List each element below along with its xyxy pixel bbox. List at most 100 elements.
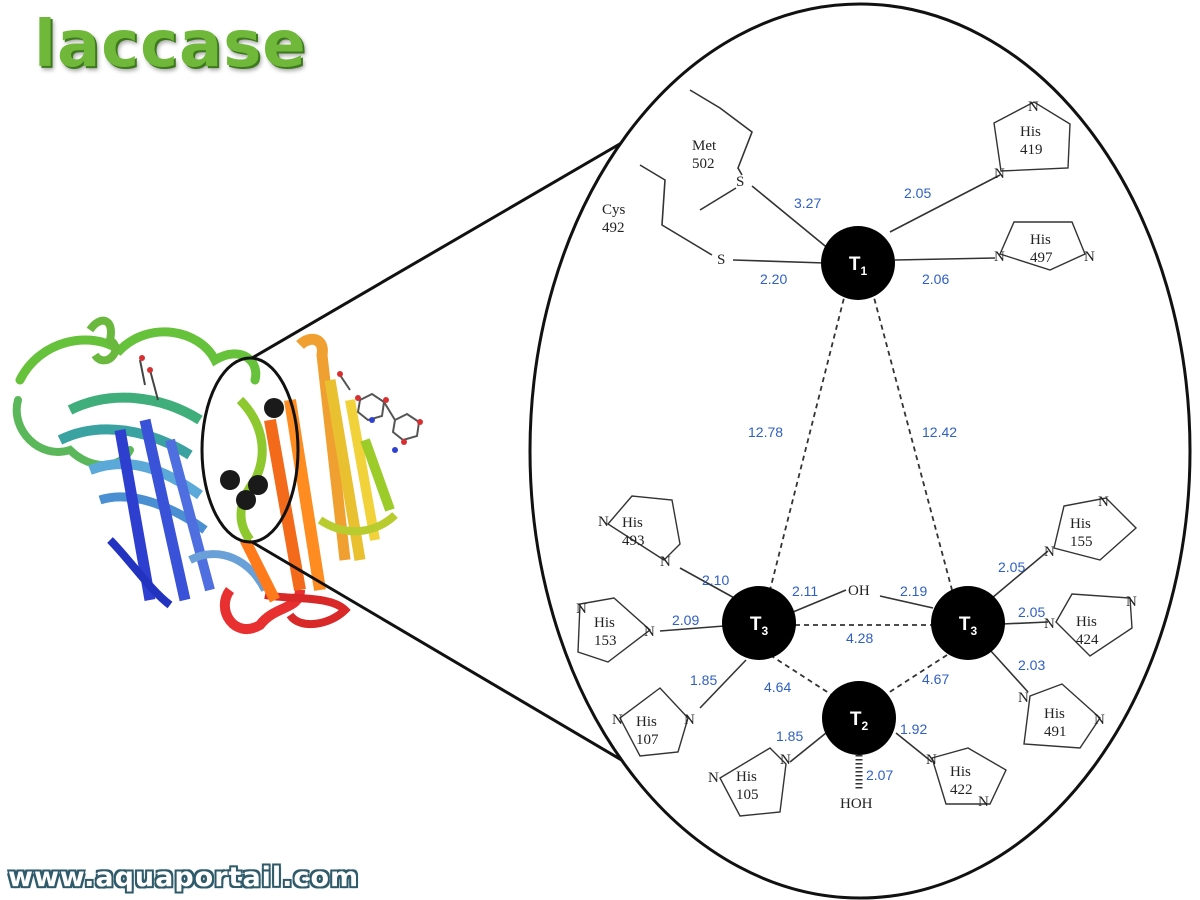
ring-nitrogens: N N N N N N N N N N N N N N N N N N N N	[576, 99, 1137, 810]
water-label: HOH	[840, 796, 873, 812]
his493-name: His	[622, 515, 643, 531]
copper-t3-left: T3	[722, 586, 796, 660]
his422-n2: N	[978, 794, 989, 810]
his422-n1: N	[926, 752, 937, 768]
his155-ring	[1053, 497, 1138, 561]
distance-his107-t3: 1.85	[690, 672, 717, 688]
his497-ring	[999, 221, 1086, 271]
his424-n2: N	[1126, 594, 1137, 610]
distance-t3-left-t2: 4.64	[764, 679, 791, 695]
his419-n1: N	[1028, 99, 1039, 115]
copper-t2: T2	[822, 681, 896, 755]
his493-n1: N	[598, 514, 609, 530]
his153-name: His	[594, 615, 615, 631]
his497-n2: N	[1084, 249, 1095, 265]
his491-name: His	[1044, 706, 1065, 722]
his419-name: His	[1020, 124, 1041, 140]
distance-t3-t3: 4.28	[846, 630, 873, 646]
his155-number: 155	[1070, 534, 1093, 550]
distance-his493-t3: 2.10	[702, 572, 729, 588]
his155-n2: N	[1044, 544, 1055, 560]
distance-his153-t3: 2.09	[672, 612, 699, 628]
met502-name: Met	[692, 138, 717, 154]
hydroxide-label: OH	[848, 583, 870, 599]
his153-n2: N	[644, 624, 655, 640]
distance-his497-t1: 2.06	[922, 271, 949, 287]
his419-number: 419	[1020, 142, 1043, 158]
svg-text:T3: T3	[750, 614, 769, 638]
zoom-focus-ellipse	[200, 356, 300, 544]
distance-labels: 3.27 2.20 2.05 2.06 12.78 12.42 2.10 2.0…	[672, 185, 1045, 783]
his107-name: His	[636, 714, 657, 730]
his491-ring	[1023, 683, 1101, 749]
distance-t1-t3-left: 12.78	[748, 424, 783, 440]
his105-number: 105	[736, 787, 759, 803]
distance-hoh-t2: 2.07	[866, 767, 893, 783]
his153-n1: N	[576, 601, 587, 617]
his422-ring	[931, 747, 1007, 805]
his105-ring	[719, 747, 787, 817]
his419-n2: N	[994, 166, 1005, 182]
zoom-line-top	[251, 136, 631, 360]
his424-number: 424	[1076, 632, 1099, 648]
copper-t3-left-sub: 3	[761, 624, 768, 638]
his153-ring	[577, 597, 652, 663]
distance-t3-right-t2: 4.67	[922, 671, 949, 687]
distance-his155-t3: 2.05	[998, 559, 1025, 575]
cys492-number: 492	[602, 220, 625, 236]
his493-n2: N	[660, 554, 671, 570]
his493-ring	[606, 495, 681, 561]
distance-met-t1: 3.27	[794, 195, 821, 211]
distance-his491-t3: 2.03	[1018, 657, 1045, 673]
his155-name: His	[1070, 516, 1091, 532]
svg-text:T2: T2	[850, 709, 869, 733]
copper-t2-sub: 2	[861, 719, 868, 733]
active-site-ellipse	[528, 2, 1192, 900]
his424-n1: N	[1044, 616, 1055, 632]
distance-oh-t3-right: 2.19	[900, 583, 927, 599]
his497-name: His	[1030, 232, 1051, 248]
t3-t2-ligand-bonds	[659, 550, 1049, 790]
his105-n2: N	[780, 752, 791, 768]
copper-t3-right-label: T	[959, 614, 971, 635]
his155-n1: N	[1098, 494, 1109, 510]
histidine-labels: His 419 His 497 His 493 His 153 His 107 …	[594, 124, 1099, 803]
his493-number: 493	[622, 533, 645, 549]
his107-number: 107	[636, 732, 659, 748]
copper-t3-left-label: T	[750, 614, 762, 635]
his422-number: 422	[950, 782, 973, 798]
page-title: laccase	[34, 8, 307, 82]
his491-n2: N	[1094, 712, 1105, 728]
copper-distance-lines	[769, 289, 953, 698]
his491-n1: N	[1018, 690, 1029, 706]
distance-cys-t1: 2.20	[760, 271, 787, 287]
website-watermark: www.aquaportail.com	[8, 862, 360, 893]
protein-structure-illustration	[12, 316, 423, 635]
his497-n1: N	[994, 249, 1005, 265]
his424-name: His	[1076, 614, 1097, 630]
distance-his419-t1: 2.05	[904, 185, 931, 201]
svg-text:T3: T3	[959, 614, 978, 638]
his107-ring	[619, 687, 689, 757]
his107-n2: N	[684, 712, 695, 728]
cys492-sulfur: S	[717, 252, 725, 268]
copper-t1: T1	[821, 226, 895, 300]
distance-his422-t2: 1.92	[900, 721, 927, 737]
histidine-rings	[577, 101, 1138, 817]
copper-t3-right: T3	[931, 586, 1005, 660]
met502-number: 502	[692, 156, 715, 172]
cys492-name: Cys	[602, 202, 626, 218]
his153-number: 153	[594, 633, 617, 649]
his419-ring	[993, 101, 1071, 172]
his491-number: 491	[1044, 724, 1067, 740]
copper-t1-label: T	[849, 254, 861, 275]
zoom-line-bottom	[251, 540, 631, 767]
met502-sulfur: S	[736, 174, 744, 190]
distance-t1-t3-right: 12.42	[922, 424, 957, 440]
distance-oh-t3-left: 2.11	[792, 583, 818, 599]
copper-t1-sub: 1	[860, 264, 867, 278]
his424-ring	[1055, 593, 1133, 657]
his422-name: His	[950, 764, 971, 780]
t1-ligands: S Met 502 S Cys 492	[602, 89, 1001, 268]
